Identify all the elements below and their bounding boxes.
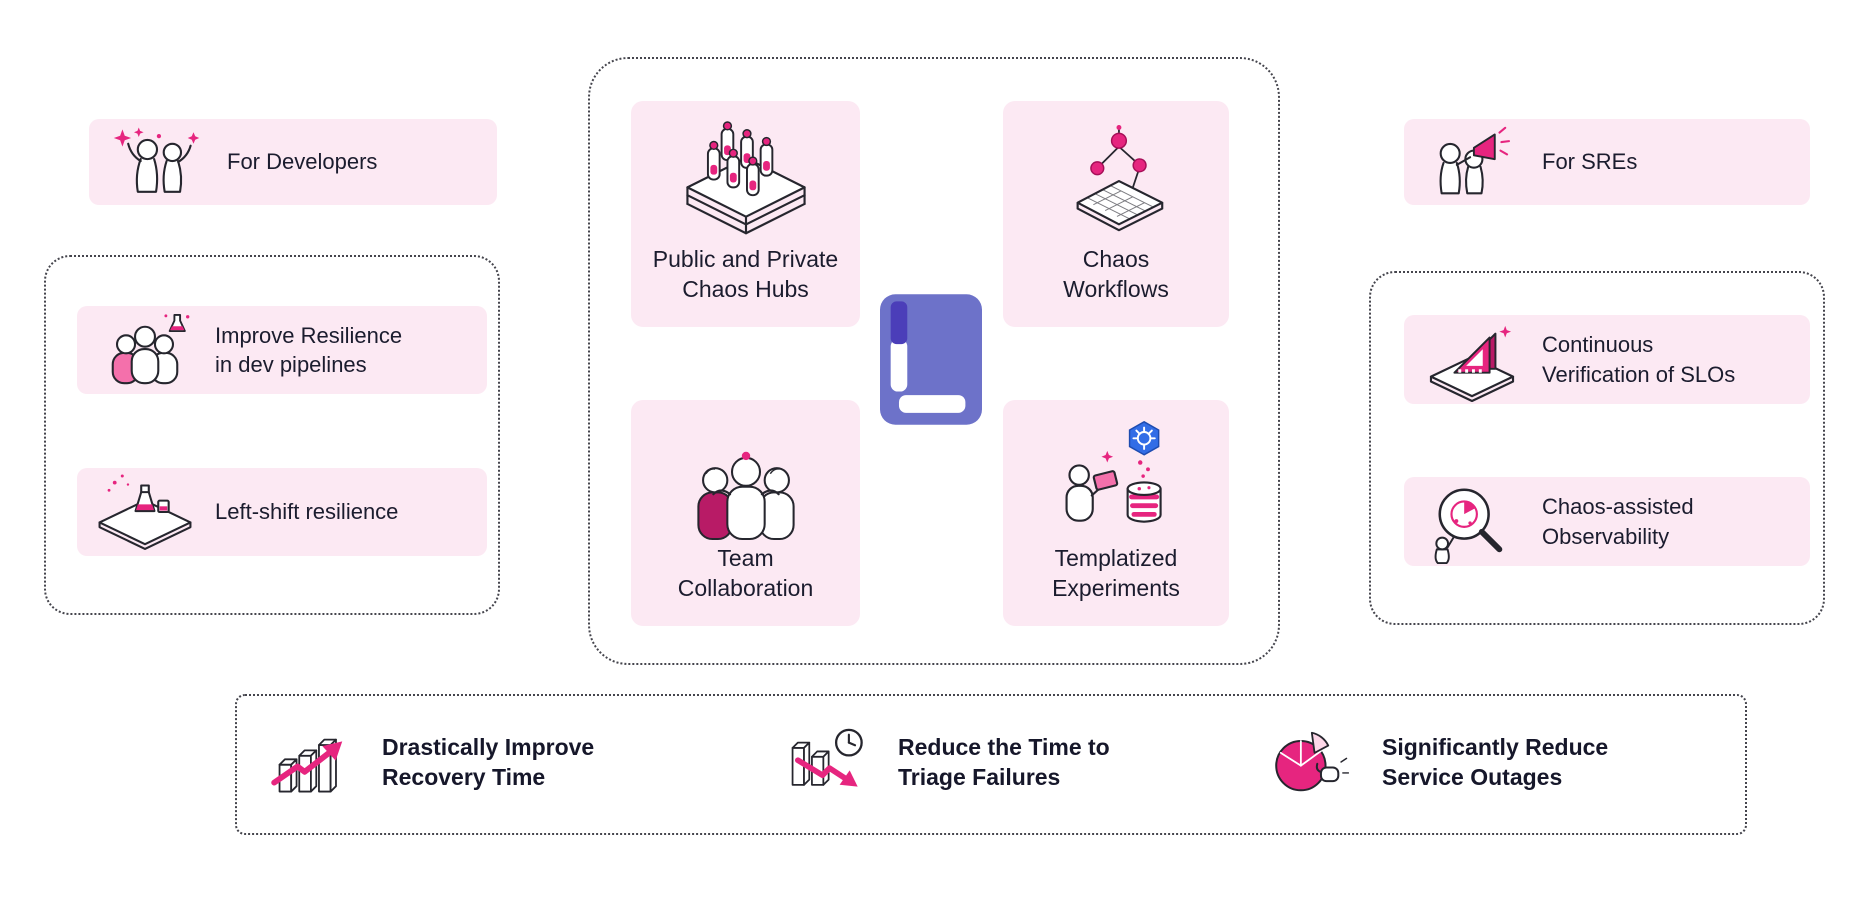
chaos-workflows-card: Chaos Workflows bbox=[1003, 101, 1229, 327]
recovery-time-label: Drastically Improve Recovery Time bbox=[382, 733, 595, 790]
litmus-logo bbox=[880, 294, 982, 425]
left-shift-card: Left-shift resilience bbox=[77, 468, 487, 556]
continuous-verification-label: Continuous Verification of SLOs bbox=[1542, 332, 1736, 387]
chaos-hubs-card: Public and Private Chaos Hubs bbox=[631, 101, 860, 327]
verification-ruler-icon bbox=[1418, 318, 1526, 402]
triage-clock-icon bbox=[778, 725, 874, 799]
improve-resilience-label: Improve Resilience in dev pipelines bbox=[215, 322, 403, 377]
chaos-observability-card: Chaos-assisted Observability bbox=[1404, 477, 1810, 566]
observability-magnifier-icon bbox=[1418, 479, 1526, 565]
for-sres-label: For SREs bbox=[1542, 149, 1638, 175]
team-huddle-icon bbox=[631, 438, 860, 543]
team-experiment-icon bbox=[91, 313, 199, 387]
sre-megaphone-icon bbox=[1418, 125, 1526, 199]
recovery-time-item: Drastically Improve Recovery Time bbox=[262, 714, 594, 810]
recovery-arrow-icon bbox=[262, 725, 358, 799]
chaos-observability-label: Chaos-assisted Observability bbox=[1542, 494, 1694, 549]
templatized-experiments-card: Templatized Experiments bbox=[1003, 400, 1229, 626]
improve-resilience-card: Improve Resilience in dev pipelines bbox=[77, 306, 487, 394]
triage-failures-item: Reduce the Time to Triage Failures bbox=[778, 714, 1110, 810]
left-shift-label: Left-shift resilience bbox=[215, 499, 399, 525]
chaos-hubs-label: Public and Private Chaos Hubs bbox=[652, 246, 839, 303]
workflow-graph-icon bbox=[1003, 125, 1229, 243]
business-outcomes-group bbox=[235, 694, 1747, 835]
chaos-workflows-label: Chaos Workflows bbox=[1063, 246, 1169, 303]
sre-benefits-group bbox=[1369, 271, 1825, 625]
chaos-hubs-rack-icon bbox=[631, 121, 860, 243]
kubernetes-experiment-icon bbox=[1003, 416, 1229, 542]
platform-capabilities-group bbox=[588, 57, 1280, 665]
templatized-experiments-label: Templatized Experiments bbox=[1052, 545, 1180, 602]
platform-experiment-icon bbox=[91, 471, 199, 553]
for-sres-card: For SREs bbox=[1404, 119, 1810, 205]
outage-pie-icon bbox=[1262, 725, 1358, 799]
developers-celebrating-icon bbox=[103, 124, 211, 200]
service-outages-item: Significantly Reduce Service Outages bbox=[1262, 714, 1608, 810]
triage-failures-label: Reduce the Time to Triage Failures bbox=[898, 733, 1110, 790]
for-developers-card: For Developers bbox=[89, 119, 497, 205]
developer-benefits-group bbox=[44, 255, 500, 615]
team-collaboration-card: Team Collaboration bbox=[631, 400, 860, 626]
continuous-verification-card: Continuous Verification of SLOs bbox=[1404, 315, 1810, 404]
team-collaboration-label: Team Collaboration bbox=[677, 545, 814, 602]
service-outages-label: Significantly Reduce Service Outages bbox=[1382, 733, 1609, 790]
for-developers-label: For Developers bbox=[227, 149, 378, 175]
